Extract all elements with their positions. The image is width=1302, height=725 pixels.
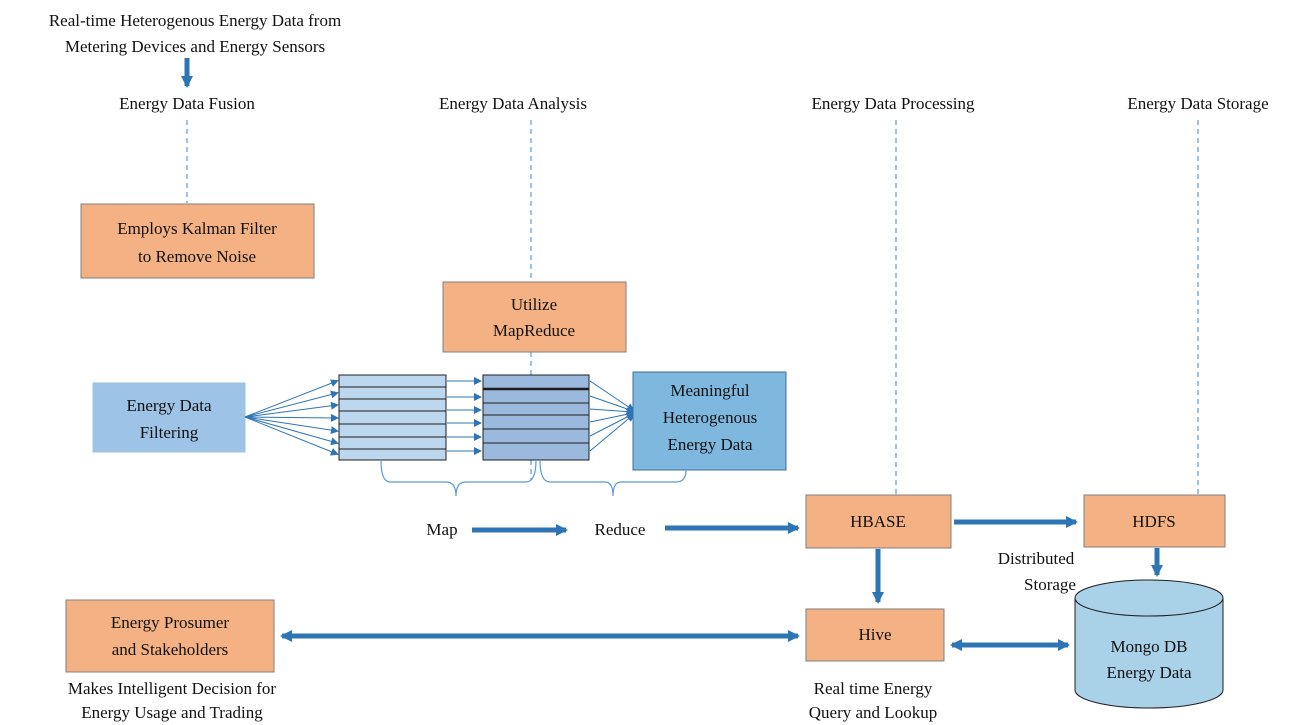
mapreduce-line2: MapReduce (493, 321, 575, 340)
query-line2: Query and Lookup (809, 703, 937, 722)
distributed-line2: Storage (1024, 575, 1076, 594)
stage-processing: Energy Data Processing (811, 94, 975, 113)
filtering-line2: Filtering (140, 423, 199, 442)
decision-line1: Makes Intelligent Decision for (68, 679, 277, 698)
kalman-filter-box: Employs Kalman Filter to Remove Noise (80, 203, 315, 279)
mongo-db-cylinder: Mongo DB Energy Data (1074, 579, 1224, 709)
distributed-line1: Distributed (998, 549, 1075, 568)
source-title-line1: Real-time Heterogenous Energy Data from (49, 11, 341, 30)
query-line1: Real time Energy (814, 679, 933, 698)
hive-label: Hive (858, 625, 891, 644)
reduce-label: Reduce (595, 520, 646, 539)
reduce-brace (539, 459, 687, 497)
stage-analysis: Energy Data Analysis (439, 94, 587, 113)
map-brace (380, 459, 537, 497)
mapreduce-box: Utilize MapReduce (442, 281, 627, 353)
mongo-line1: Mongo DB (1111, 637, 1188, 656)
map-grid (338, 374, 447, 461)
hdfs-label: HDFS (1132, 512, 1175, 531)
kalman-line1: Employs Kalman Filter (117, 219, 277, 238)
map-to-reduce-arrows (447, 377, 482, 455)
mapreduce-line1: Utilize (511, 295, 557, 314)
prosumer-line1: Energy Prosumer (111, 613, 230, 632)
filtering-line1: Energy Data (126, 396, 212, 415)
decision-line2: Energy Usage and Trading (81, 703, 263, 722)
meaningful-data-box: Meaningful Heterogenous Energy Data (632, 371, 787, 471)
mongo-line2: Energy Data (1106, 663, 1192, 682)
reduce-grid (482, 374, 590, 461)
meaningful-line1: Meaningful (670, 381, 750, 400)
stage-storage: Energy Data Storage (1127, 94, 1268, 113)
hbase-label: HBASE (850, 512, 906, 531)
meaningful-line3: Energy Data (667, 435, 753, 454)
prosumer-line2: and Stakeholders (112, 640, 229, 659)
reduce-to-meaningful-arrows (589, 380, 635, 452)
prosumer-box: Energy Prosumer and Stakeholders (65, 599, 275, 673)
hbase-box: HBASE (805, 494, 952, 549)
source-title-line2: Metering Devices and Energy Sensors (65, 37, 325, 56)
stage-fusion: Energy Data Fusion (119, 94, 255, 113)
hdfs-box: HDFS (1083, 494, 1226, 548)
hive-box: Hive (805, 608, 945, 662)
filtering-fanout-arrows (244, 379, 339, 456)
filtering-box: Energy Data Filtering (92, 382, 246, 453)
meaningful-line2: Heterogenous (663, 408, 757, 427)
map-label: Map (426, 520, 457, 539)
kalman-line2: to Remove Noise (138, 247, 256, 266)
